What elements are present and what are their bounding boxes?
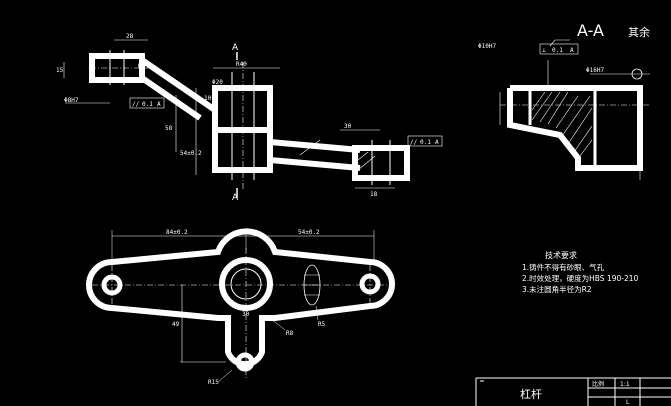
dim-10: 10 <box>204 95 212 102</box>
dim-top-width: 28 <box>126 33 134 40</box>
top-view <box>86 228 395 383</box>
tech-requirement-1: 1.铸件不得有砂眼、气孔 <box>522 262 605 272</box>
tol-frame-2-symbol: // <box>410 139 418 146</box>
dim-54b: 54±0.2 <box>298 229 320 236</box>
front-view <box>63 39 579 198</box>
dim-r8: R8 <box>286 330 294 337</box>
tol-frame-2-datum: A <box>435 139 439 146</box>
dim-54: 54±0.2 <box>180 150 202 157</box>
scale-label: 比例 <box>592 380 604 388</box>
part-name: 杠杆 <box>520 387 542 401</box>
title-block-text: 杠杆 比例 1:1 L <box>520 380 630 406</box>
section-mark-bottom: A <box>232 193 239 203</box>
dim-30b: 30 <box>242 311 250 318</box>
dim-30: 30 <box>344 123 352 130</box>
title-block <box>475 377 671 406</box>
dim-84: 84±0.2 <box>166 229 188 236</box>
tol-frame-3-datum: A <box>570 47 574 54</box>
section-suffix: 其余 <box>628 25 650 39</box>
dim-width-40: R40 <box>236 61 247 68</box>
tol-frame-3-symbol: ⊥ <box>542 47 546 54</box>
tolerance-frames: // 0.1 A // 0.1 A ⊥ 0.1 A <box>132 47 574 146</box>
dim-dia-20: Φ20 <box>212 79 223 86</box>
section-title-group: A-A 其余 A A <box>232 21 650 203</box>
dim-dia-10h7: Φ10H7 <box>478 43 496 50</box>
sheet-label: L <box>626 399 630 406</box>
dimension-labels: 28 R5 15 R40 Φ20 10 58 54±0.2 Φ8H7 Φ10H7… <box>56 33 604 386</box>
dim-49: 49 <box>172 321 180 328</box>
tech-requirement-3: 3.未注圆角半径为R2 <box>522 284 592 294</box>
dim-height-15: 15 <box>56 67 64 74</box>
tech-requirements-title: 技术要求 <box>545 250 577 260</box>
tech-requirements: 技术要求 1.铸件不得有砂眼、气孔 2.时效处理，硬度为HBS 190-210 … <box>522 250 639 294</box>
tech-requirement-2: 2.时效处理，硬度为HBS 190-210 <box>522 273 639 283</box>
section-view <box>499 39 650 180</box>
dim-58: 58 <box>165 125 173 132</box>
tol-frame-3-value: 0.1 <box>552 47 563 54</box>
tol-frame-1-value: 0.1 <box>142 101 153 108</box>
tol-frame-2-value: 0.1 <box>420 139 431 146</box>
tol-frame-1-symbol: // <box>132 101 140 108</box>
dim-r15: R15 <box>208 379 219 386</box>
dim-dia-16h7: Φ16H7 <box>586 67 604 74</box>
dim-18: 18 <box>370 191 378 198</box>
section-title: A-A <box>577 21 604 40</box>
scale-value: 1:1 <box>620 381 630 388</box>
dim-radius-r5: R5 <box>138 63 146 70</box>
section-mark-top: A <box>232 43 239 53</box>
dim-r5b: R5 <box>318 321 326 328</box>
dim-dia-8h7: Φ8H7 <box>64 97 79 104</box>
tol-frame-1-datum: A <box>157 101 161 108</box>
